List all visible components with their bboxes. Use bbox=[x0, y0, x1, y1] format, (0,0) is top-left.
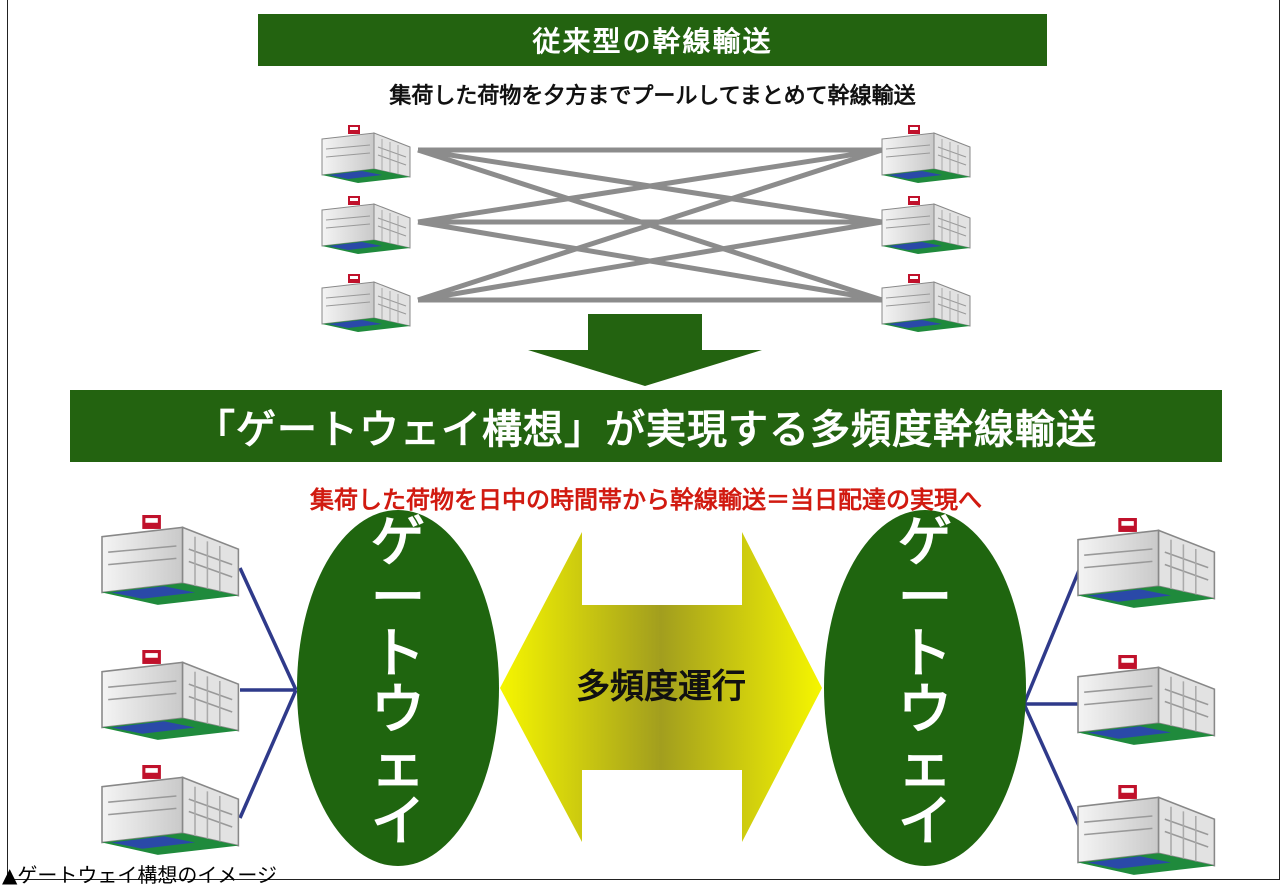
facility-building-icon bbox=[881, 124, 971, 184]
figure-caption: ▲ゲートウェイ構想のイメージ bbox=[2, 863, 277, 887]
gateway-concept-subtitle: 集荷した荷物を日中の時間帯から幹線輸送＝当日配達の実現へ bbox=[310, 486, 982, 514]
gateway-label-char: イ bbox=[898, 790, 952, 853]
gateway-label-char: ゲ bbox=[898, 510, 952, 573]
left-connector-lines bbox=[238, 567, 298, 819]
gateway-label-char: ウ bbox=[898, 678, 952, 741]
conventional-transport-banner: 従来型の幹線輸送 bbox=[258, 14, 1047, 66]
gateway-label-char: ト bbox=[898, 622, 952, 685]
facility-building-icon bbox=[101, 514, 240, 606]
facility-building-icon bbox=[321, 273, 411, 333]
facility-building-icon bbox=[321, 195, 411, 255]
conventional-route-lines bbox=[417, 147, 883, 303]
facility-building-icon bbox=[881, 273, 971, 333]
gateway-left-label: ゲートウェイ bbox=[371, 510, 425, 853]
gateway-label-char: ェ bbox=[898, 734, 952, 797]
gateway-label-char: ェ bbox=[371, 734, 425, 797]
gateway-right-ellipse bbox=[824, 510, 1026, 866]
facility-building-icon bbox=[321, 124, 411, 184]
facility-building-icon bbox=[101, 649, 240, 741]
facility-building-icon bbox=[1077, 784, 1216, 876]
facility-building-icon bbox=[101, 764, 240, 856]
down-arrow-icon bbox=[528, 314, 762, 386]
facility-building-icon bbox=[1077, 517, 1216, 609]
right-connector-lines bbox=[1022, 567, 1082, 829]
conventional-transport-subtitle: 集荷した荷物を夕方までプールしてまとめて幹線輸送 bbox=[389, 84, 916, 109]
gateway-right-label: ゲートウェイ bbox=[898, 510, 952, 853]
gateway-label-char: ウ bbox=[371, 678, 425, 741]
gateway-label-char: ト bbox=[371, 622, 425, 685]
gateway-label-char: ー bbox=[898, 566, 952, 629]
gateway-left-ellipse bbox=[297, 510, 499, 866]
gateway-label-char: ゲ bbox=[371, 510, 425, 573]
facility-building-icon bbox=[881, 195, 971, 255]
gateway-concept-title: 「ゲートウェイ構想」が実現する多頻度幹線輸送 bbox=[195, 407, 1097, 453]
center-arrow-label: 多頻度運行 bbox=[576, 667, 746, 707]
conventional-transport-title: 従来型の幹線輸送 bbox=[532, 25, 773, 58]
gateway-label-char: イ bbox=[371, 790, 425, 853]
facility-building-icon bbox=[1077, 654, 1216, 746]
gateway-label-char: ー bbox=[371, 566, 425, 629]
gateway-concept-banner: 「ゲートウェイ構想」が実現する多頻度幹線輸送 bbox=[70, 390, 1222, 462]
double-arrow-icon bbox=[500, 532, 822, 842]
